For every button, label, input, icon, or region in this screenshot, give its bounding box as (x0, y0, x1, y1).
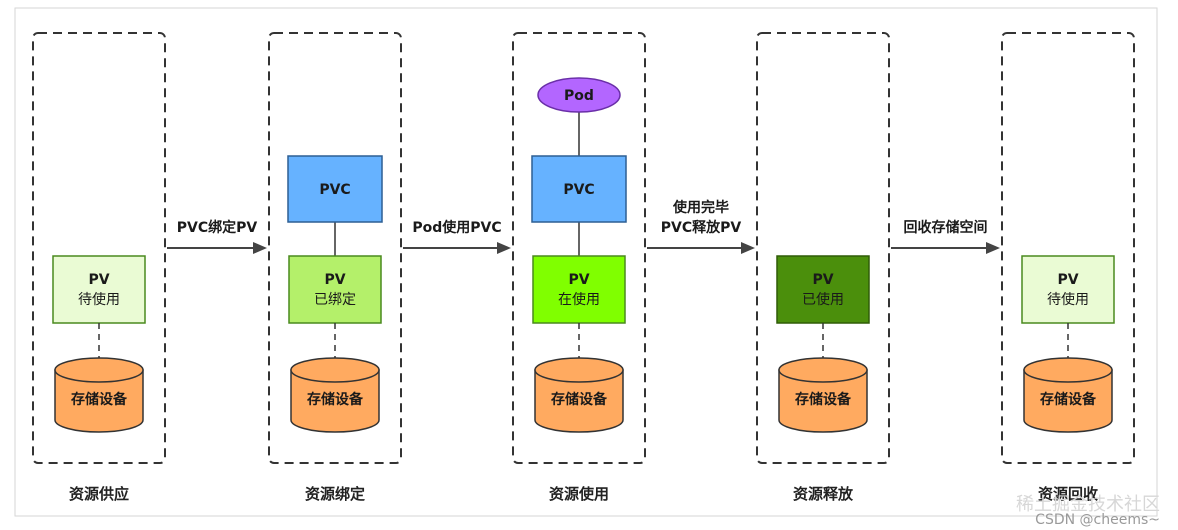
storage-label: 存储设备 (795, 391, 852, 408)
transition-label: 回收存储空间 (904, 219, 988, 236)
watermark-site-text: 稀土掘金技术社区 (1016, 494, 1160, 515)
storage-cylinder-body (534, 369, 624, 433)
stage-dashed-frame (1001, 32, 1135, 464)
storage-cylinder: 存储设备 (290, 357, 380, 433)
storage-cylinder-top (290, 357, 380, 383)
storage-cylinder: 存储设备 (1023, 357, 1113, 433)
pv-status: 待使用 (1047, 291, 1089, 308)
pv-title: PV (1057, 272, 1078, 288)
pvc-box (287, 155, 383, 223)
stage-label: 资源回收 (1038, 485, 1098, 503)
storage-cylinder-body (290, 369, 380, 433)
storage-cylinder-body (778, 369, 868, 433)
pv-status: 在使用 (558, 291, 600, 308)
pv-box (776, 255, 870, 324)
stage-dashed-frame (268, 32, 402, 464)
pv-title: PV (812, 272, 833, 288)
pod-label: Pod (564, 88, 594, 104)
transition-arrow-4: 回收存储空间 (891, 219, 1000, 254)
storage-label: 存储设备 (1040, 391, 1097, 408)
storage-cylinder: 存储设备 (778, 357, 868, 433)
storage-cylinder: 存储设备 (54, 357, 144, 433)
stage-dashed-frame (756, 32, 890, 464)
arrow-head (986, 242, 1000, 254)
stage-label: 资源绑定 (305, 485, 365, 503)
pv-title: PV (324, 272, 345, 288)
pvc-label: PVC (563, 182, 594, 198)
storage-label: 存储设备 (307, 391, 364, 408)
arrow-head (497, 242, 511, 254)
transition-arrow-2: Pod使用PVC (403, 219, 511, 254)
arrow-head (741, 242, 755, 254)
storage-cylinder-top (54, 357, 144, 383)
storage-cylinder: 存储设备 (534, 357, 624, 433)
storage-cylinder-top (778, 357, 868, 383)
stage-dashed-frame (512, 32, 646, 464)
stage-label: 资源释放 (793, 485, 854, 503)
storage-cylinder-body (54, 369, 144, 433)
watermark-layer: 稀土掘金技术社区 CSDN @cheems~ (1016, 494, 1160, 528)
pv-title: PV (568, 272, 589, 288)
stage-dashed-frame (32, 32, 166, 464)
stage-label: 资源使用 (549, 485, 609, 503)
transitions-layer: PVC绑定PV Pod使用PVC 使用完毕 PVC释放PV 回收存储空间 (167, 199, 1000, 254)
stage-label: 资源供应 (69, 485, 129, 503)
transition-arrow-1: PVC绑定PV (167, 219, 267, 254)
pv-status: 已绑定 (314, 292, 356, 308)
pv-box (52, 255, 146, 324)
pv-box (1021, 255, 1115, 324)
transition-arrow-3: 使用完毕 PVC释放PV (647, 199, 755, 254)
pv-title: PV (88, 272, 109, 288)
pv-box (288, 255, 382, 324)
pvc-box (531, 155, 627, 223)
storage-cylinder-top (534, 357, 624, 383)
storage-cylinder-top (1023, 357, 1113, 383)
transition-label: PVC释放PV (661, 219, 742, 236)
pvc-label: PVC (319, 182, 350, 198)
pod-ellipse (537, 77, 621, 113)
transition-label: PVC绑定PV (177, 219, 258, 236)
arrow-head (253, 242, 267, 254)
transition-label: 使用完毕 (672, 199, 729, 216)
watermark-csdn-text: CSDN @cheems~ (1035, 512, 1160, 528)
storage-cylinder-body (1023, 369, 1113, 433)
storage-label: 存储设备 (551, 391, 608, 408)
transition-label: Pod使用PVC (412, 219, 501, 236)
pv-status: 待使用 (78, 291, 120, 308)
pv-box (532, 255, 626, 324)
storage-label: 存储设备 (71, 391, 128, 408)
pv-status: 已使用 (802, 291, 844, 308)
